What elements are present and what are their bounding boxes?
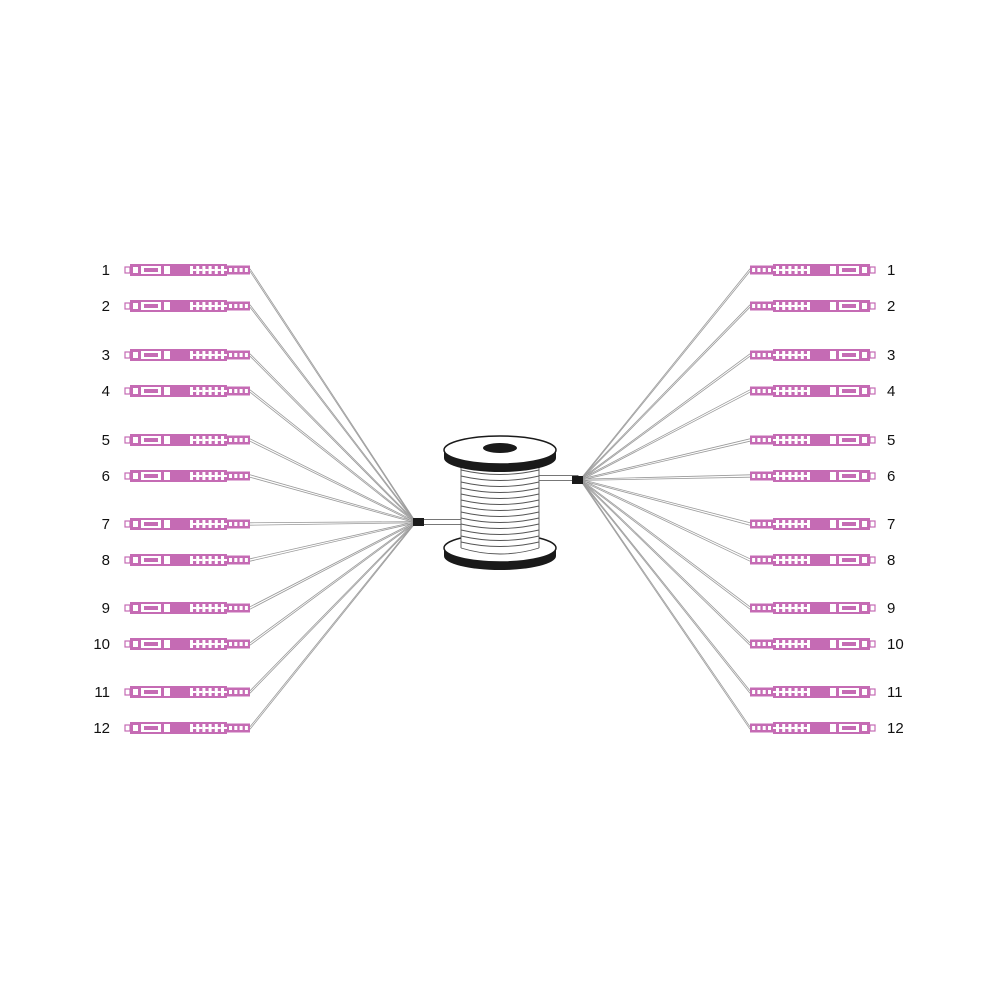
lc-connector-icon — [124, 722, 250, 734]
lc-connector-icon — [750, 300, 876, 312]
lc-connector-icon — [124, 602, 250, 614]
left-port-label: 4 — [102, 383, 110, 400]
fiber-line — [249, 521, 415, 526]
fiber-line — [249, 522, 415, 694]
lc-connector-icon — [750, 434, 876, 446]
fiber-line — [581, 479, 751, 526]
fiber-line — [249, 304, 415, 522]
fiber-line — [581, 304, 751, 480]
fiber-line — [581, 480, 751, 646]
right-port-label: 9 — [887, 600, 895, 617]
lc-connector-icon — [750, 349, 876, 361]
fiber-line — [249, 521, 415, 562]
right-port-label: 1 — [887, 262, 895, 279]
spool-hole — [483, 443, 517, 453]
right-port-label: 8 — [887, 552, 895, 569]
lc-connector-icon — [750, 686, 876, 698]
lc-connector-icon — [124, 300, 250, 312]
left-port-label: 12 — [93, 720, 110, 737]
fiber-line — [581, 353, 751, 480]
left-port-label: 5 — [102, 432, 110, 449]
lc-connector-icon — [750, 554, 876, 566]
lc-connector-icon — [124, 518, 250, 530]
breakout-boot-icon — [413, 518, 424, 526]
right-port-label: 3 — [887, 347, 895, 364]
lc-connector-icon — [124, 434, 250, 446]
lc-connector-icon — [124, 349, 250, 361]
left-port-label: 8 — [102, 552, 110, 569]
lc-connector-icon — [750, 722, 876, 734]
fiber-line — [249, 353, 415, 522]
fiber-line — [249, 474, 415, 523]
breakout-boot-icon — [572, 476, 583, 484]
lc-connector-icon — [124, 385, 250, 397]
lc-connector-icon — [750, 602, 876, 614]
fiber-line — [249, 522, 415, 610]
left-port-label: 7 — [102, 516, 110, 533]
fibers — [249, 268, 751, 730]
lc-connector-icon — [750, 385, 876, 397]
left-port-label: 9 — [102, 600, 110, 617]
fiber-line — [581, 480, 751, 694]
left-port-label: 1 — [102, 262, 110, 279]
fiber-line — [581, 438, 751, 481]
left-port-label: 2 — [102, 298, 110, 315]
trunk-cable — [417, 519, 463, 525]
fiber-line — [581, 389, 751, 480]
fiber-line — [581, 481, 751, 730]
lc-connector-icon — [124, 470, 250, 482]
right-port-label: 4 — [887, 383, 895, 400]
fiber-line — [581, 474, 751, 481]
lc-connector-icon — [124, 638, 250, 650]
left-port-label: 3 — [102, 347, 110, 364]
right-port-label: 10 — [887, 636, 904, 653]
fiber-line — [581, 268, 751, 479]
fiber-line — [249, 389, 415, 522]
fiber-line — [581, 479, 751, 562]
left-port-label: 11 — [94, 684, 110, 701]
right-port-label: 5 — [887, 432, 895, 449]
lc-connector-icon — [750, 264, 876, 276]
right-port-label: 11 — [887, 684, 903, 701]
fiber-line — [581, 480, 751, 610]
lc-connector-icon — [750, 470, 876, 482]
left-port-label: 10 — [93, 636, 110, 653]
right-port-label: 2 — [887, 298, 895, 315]
cable-spool-icon — [413, 435, 583, 570]
fiber-line — [249, 522, 415, 646]
lc-connector-icon — [750, 518, 876, 530]
right-port-label: 6 — [887, 468, 895, 485]
right-port-label: 7 — [887, 516, 895, 533]
fiber-line — [249, 523, 415, 730]
right-port-label: 12 — [887, 720, 904, 737]
lc-connector-icon — [124, 686, 250, 698]
fiber-line — [249, 438, 415, 523]
lc-connector-icon — [124, 264, 250, 276]
lc-connector-icon — [124, 554, 250, 566]
fiber-line — [249, 268, 415, 521]
lc-connector-icon — [750, 638, 876, 650]
left-port-label: 6 — [102, 468, 110, 485]
connectors — [124, 264, 876, 734]
